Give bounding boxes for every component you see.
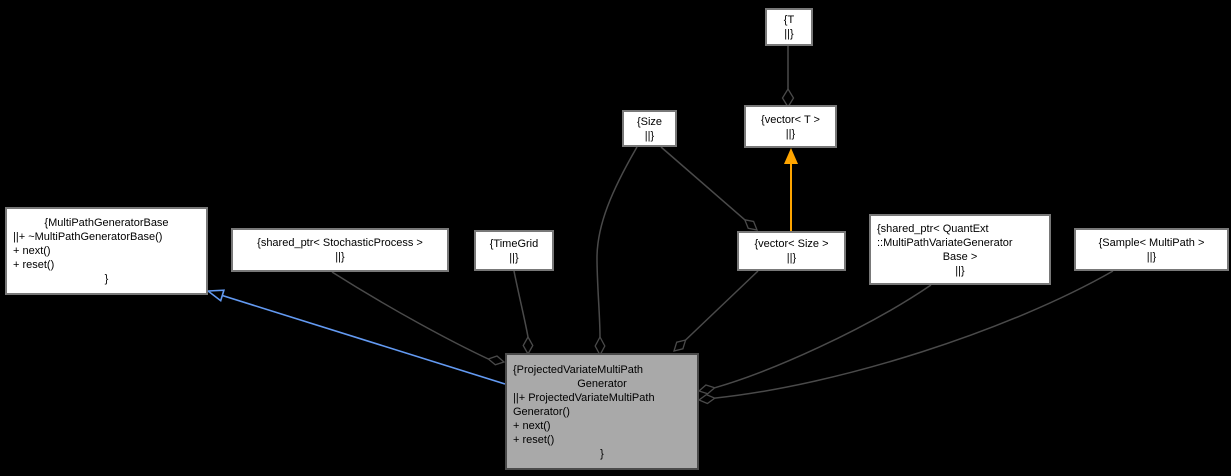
node-line: Generator() (513, 405, 570, 418)
node-line: + next() (13, 245, 51, 257)
edge-t-vector-t (781, 46, 795, 109)
edge-sample-multipath-main (697, 270, 1114, 405)
node-line: ||} (1146, 250, 1157, 263)
edge-vector-size-main (673, 270, 759, 352)
edge-quantext-variate-generator-main (697, 284, 932, 395)
node-line: {TimeGrid (489, 237, 539, 250)
edge-vector-size-vector-t-template (784, 148, 798, 231)
node-line: Generator (577, 377, 627, 390)
node-timegrid[interactable]: {TimeGrid ||} (474, 230, 554, 271)
edge-timegrid-main (513, 270, 534, 356)
node-sample-multipath[interactable]: {Sample< MultiPath > ||} (1074, 228, 1229, 271)
node-line: ||} (509, 251, 519, 264)
edge-main-inherits-multipathgeneratorbase (205, 289, 506, 385)
node-line: } (600, 447, 604, 460)
node-line: ||} (955, 264, 965, 277)
node-projected-variate-multipath-generator: {ProjectedVariateMultiPath Generator ||+… (505, 353, 699, 470)
node-size[interactable]: {Size ||} (622, 110, 677, 147)
node-line: Base > (942, 250, 978, 263)
aggregation-diamond-icon (486, 355, 506, 366)
node-line: {Size (636, 115, 663, 128)
node-line: } (104, 273, 109, 285)
edge-stochastic-process-main (331, 271, 506, 366)
node-line: {vector< Size > (754, 238, 829, 250)
node-line: ||+ ProjectedVariateMultiPath (513, 391, 655, 404)
node-line: ||} (644, 129, 655, 142)
node-line: {ProjectedVariateMultiPath (513, 363, 644, 376)
node-shared-ptr-stochastic-process[interactable]: {shared_ptr< StochasticProcess > ||} (231, 228, 449, 272)
node-multipath-generator-base[interactable]: {MultiPathGeneratorBase ||+ ~MultiPathGe… (5, 207, 208, 295)
aggregation-diamond-icon (697, 393, 717, 405)
node-line: ::MultiPathVariateGenerator (877, 236, 1013, 249)
node-line: {vector< T > (761, 113, 820, 126)
aggregation-diamond-icon (673, 339, 687, 352)
node-line: + reset() (13, 259, 55, 271)
node-line: ||+ ~MultiPathGeneratorBase() (13, 231, 163, 243)
node-line: {MultiPathGeneratorBase (44, 217, 169, 229)
node-line: ||} (786, 252, 797, 264)
node-shared-ptr-quantext-multipath-variate-generator-base[interactable]: {shared_ptr< QuantExt ::MultiPathVariate… (869, 214, 1051, 285)
node-t[interactable]: {T ||} (765, 8, 813, 46)
node-line: + reset() (513, 433, 555, 446)
node-line: {T (783, 14, 795, 26)
aggregation-diamond-icon (522, 335, 534, 356)
node-vector-size[interactable]: {vector< Size > ||} (737, 231, 846, 271)
inheritance-arrow-icon (205, 289, 225, 303)
node-line: ||} (335, 251, 345, 263)
node-line: {shared_ptr< QuantExt (877, 222, 989, 235)
edge-size-vector-size (660, 146, 759, 231)
edge-size-main (594, 146, 638, 357)
aggregation-diamond-icon (697, 384, 717, 395)
aggregation-diamond-icon (743, 218, 759, 231)
node-line: {shared_ptr< StochasticProcess > (257, 237, 423, 249)
node-line: {Sample< MultiPath > (1098, 236, 1205, 249)
node-line: ||} (784, 28, 794, 40)
node-line: ||} (785, 127, 796, 140)
template-arrow-icon (784, 148, 798, 164)
node-vector-t[interactable]: {vector< T > ||} (744, 105, 837, 148)
node-line: + next() (513, 419, 551, 432)
